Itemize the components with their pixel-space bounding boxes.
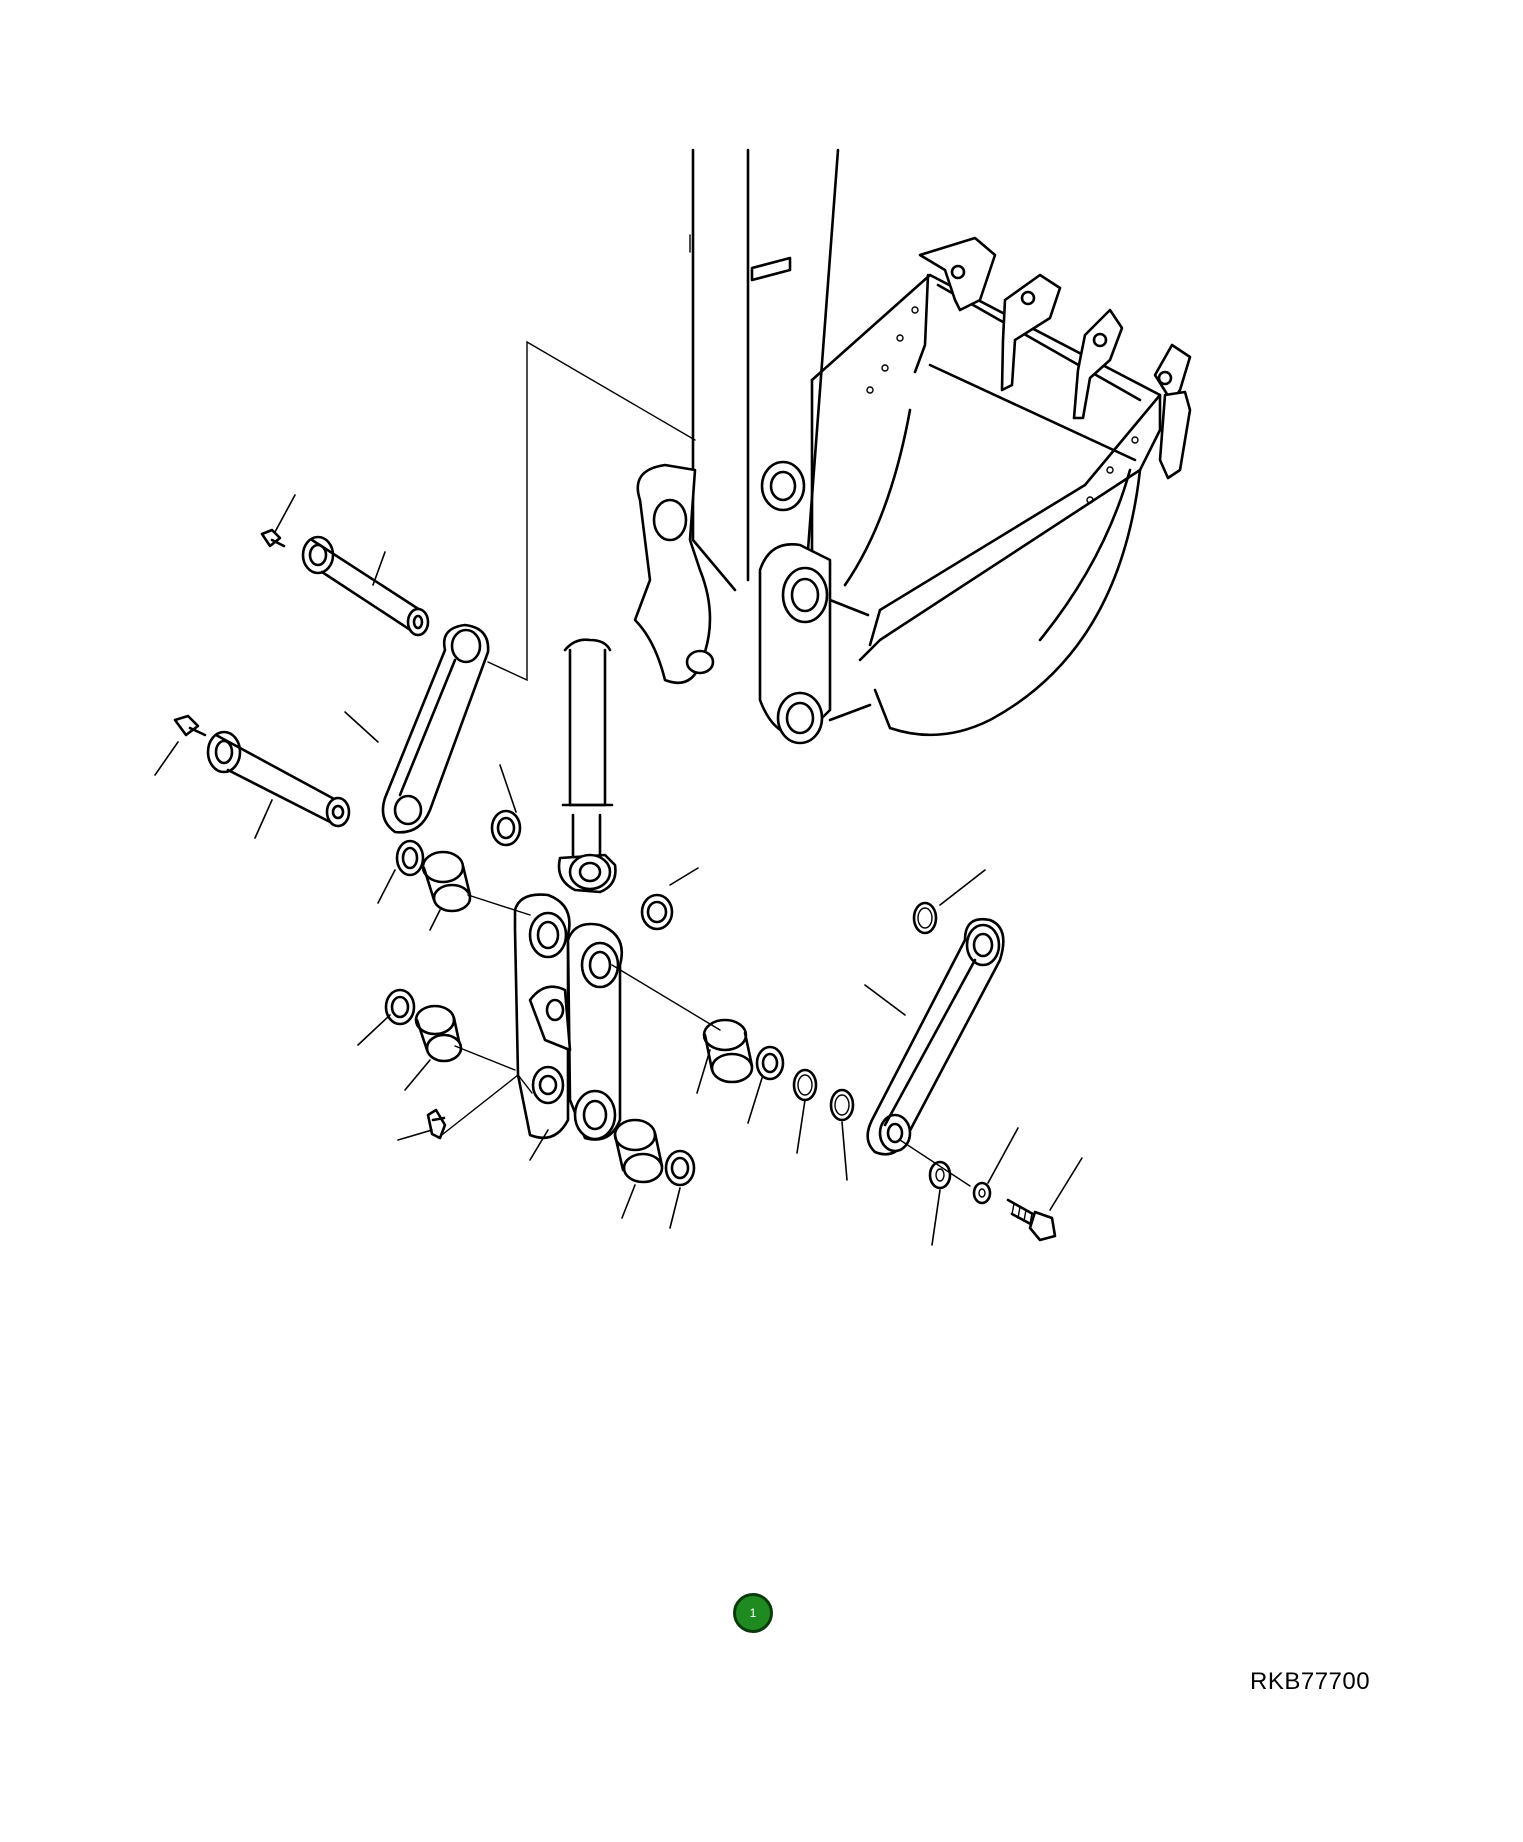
arm: [689, 148, 840, 592]
left-side-link: [381, 623, 490, 834]
lower-pin: [173, 714, 351, 828]
h-link: [513, 893, 624, 1141]
bushings: [414, 850, 754, 1184]
upper-pin: [260, 528, 430, 637]
bushing-right: [702, 1018, 754, 1084]
bucket: [633, 236, 1192, 745]
bucket-cylinder: [557, 638, 617, 894]
bushing-lower: [613, 1118, 664, 1184]
bushing-upper-left: [421, 850, 472, 913]
seals: [384, 809, 785, 1187]
right-side-link: [866, 917, 1005, 1156]
callout-hotspot-1[interactable]: 1: [733, 1593, 773, 1633]
bushing-middle-left: [414, 1004, 463, 1063]
bolt: [1006, 1198, 1057, 1242]
drawing-id-label: RKB77700: [1250, 1668, 1371, 1695]
assembly-guide-lines: [437, 340, 971, 1187]
leader-lines: [154, 494, 1083, 1246]
